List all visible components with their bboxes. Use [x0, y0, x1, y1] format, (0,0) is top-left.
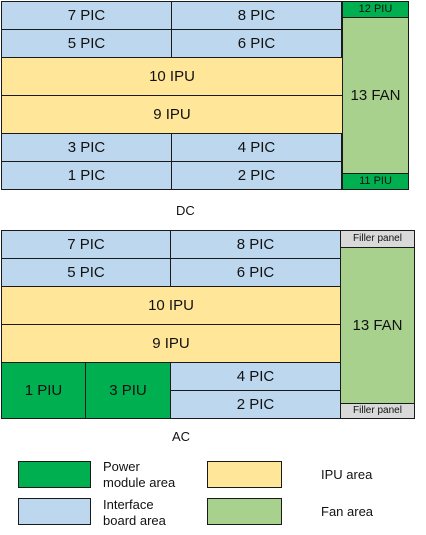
legend-power-label-line1: Power [103, 459, 140, 474]
ac-slot-1-piu: 1 PIU [1, 362, 86, 419]
legend-power-swatch [18, 461, 91, 488]
dc-slot-8-pic: 8 PIC [171, 1, 342, 30]
legend-ipu-label: IPU area [321, 467, 373, 482]
ac-filler-panel-top: Filler panel [340, 230, 415, 248]
dc-slot-4-pic: 4 PIC [171, 133, 342, 162]
dc-slot-11-piu: 11 PIU [342, 173, 409, 190]
legend-interface-label: Interface board area [103, 497, 166, 529]
legend-fan-swatch [207, 498, 282, 525]
dc-slot-13-fan: 13 FAN [342, 17, 409, 174]
ac-slot-3-piu: 3 PIU [85, 362, 171, 419]
legend-power-label: Power module area [103, 459, 175, 491]
dc-slot-9-ipu: 9 IPU [1, 95, 343, 134]
ac-caption: AC [172, 429, 191, 444]
legend-ipu-swatch [207, 461, 282, 488]
ac-slot-13-fan: 13 FAN [340, 247, 415, 404]
legend-interface-swatch [18, 498, 91, 525]
ac-slot-8-pic: 8 PIC [170, 230, 341, 259]
dc-slot-10-ipu: 10 IPU [1, 57, 343, 96]
dc-slot-6-pic: 6 PIC [171, 29, 342, 58]
dc-slot-12-piu: 12 PIU [342, 1, 409, 18]
ac-slot-4-pic: 4 PIC [170, 362, 341, 391]
ac-slot-6-pic: 6 PIC [170, 258, 341, 287]
legend-interface-label-line2: board area [103, 513, 166, 528]
dc-slot-1-pic: 1 PIC [1, 161, 172, 190]
ac-slot-5-pic: 5 PIC [1, 258, 171, 287]
ac-slot-2-pic: 2 PIC [170, 390, 341, 419]
ac-slot-9-ipu: 9 IPU [1, 324, 341, 363]
dc-slot-7-pic: 7 PIC [1, 1, 172, 30]
dc-slot-2-pic: 2 PIC [171, 161, 342, 190]
dc-caption: DC [176, 203, 195, 218]
ac-filler-panel-bottom: Filler panel [340, 403, 415, 419]
dc-slot-5-pic: 5 PIC [1, 29, 172, 58]
legend-power-label-line2: module area [103, 475, 176, 490]
legend-interface-label-line1: Interface [103, 497, 154, 512]
dc-slot-3-pic: 3 PIC [1, 133, 172, 162]
ac-slot-10-ipu: 10 IPU [1, 286, 341, 325]
ac-slot-7-pic: 7 PIC [1, 230, 171, 259]
legend-fan-label: Fan area [321, 504, 374, 519]
